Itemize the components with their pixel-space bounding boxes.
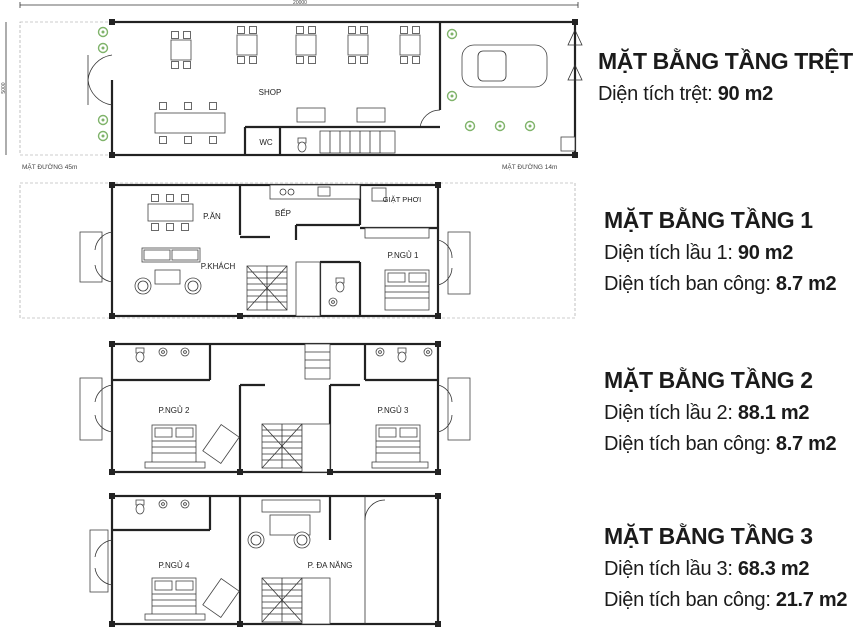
area-label: Diện tích lầu 3: — [604, 558, 733, 580]
floor-3-plan: P.NGỦ 4 P. ĐA NĂNG — [89, 494, 440, 626]
room-label-bedroom-2: P.NGỦ 2 — [159, 406, 191, 415]
area-label: Diện tích ban công: — [604, 589, 771, 611]
floor-info-3: MẶT BẰNG TẦNG 3 Diện tích lầu 3: 68.3 m2… — [604, 523, 848, 616]
area-value: 68.3 m2 — [737, 558, 810, 580]
area-value: 90 m2 — [737, 242, 794, 264]
floor-info-2: MẶT BẰNG TẦNG 2 Diện tích lầu 2: 88.1 m2… — [604, 367, 837, 460]
area-label: Diện tích lầu 2: — [604, 402, 733, 424]
room-label-kitchen: BẾP — [275, 208, 291, 218]
area-value: 8.7 m2 — [775, 433, 837, 455]
room-label-dining: P.ĂN — [203, 212, 221, 221]
floor-title: MẶT BẰNG TẦNG 2 — [604, 367, 813, 393]
area-value: 8.7 m2 — [775, 273, 837, 295]
ground-floor-plan: 20000 5000 SHOP WC MẶT ĐƯỜNG 45m MẶ — [1, 0, 583, 171]
area-value: 90 m2 — [717, 83, 774, 105]
balcony-row: Diện tích ban công: 21.7 m2 — [604, 585, 848, 616]
area-row: Diện tích trệt: 90 m2 — [598, 79, 853, 110]
room-label-multipurpose: P. ĐA NĂNG — [308, 561, 353, 570]
area-row: Diện tích lầu 2: 88.1 m2 — [604, 398, 836, 429]
floor-title: MẶT BẰNG TẦNG TRỆT — [598, 48, 853, 74]
balcony-row: Diện tích ban công: 8.7 m2 — [604, 269, 837, 300]
room-label-bedroom-3: P.NGỦ 3 — [378, 406, 410, 415]
area-value: 21.7 m2 — [775, 589, 848, 611]
area-label: Diện tích lầu 1: — [604, 242, 733, 264]
floor-info-ground: MẶT BẰNG TẦNG TRỆT Diện tích trệt: 90 m2 — [598, 48, 853, 110]
area-row: Diện tích lầu 1: 90 m2 — [604, 238, 836, 269]
room-label-bedroom-4: P.NGỦ 4 — [159, 561, 191, 570]
room-label-wc: WC — [259, 138, 273, 147]
floor-title: MẶT BẰNG TẦNG 3 — [604, 523, 813, 549]
depth-dimension: 5000 — [1, 82, 7, 93]
area-label: Diện tích ban công: — [604, 273, 771, 295]
columns — [109, 19, 578, 627]
room-label-bedroom-1: P.NGỦ 1 — [388, 251, 420, 260]
room-label-laundry-1: GIẶT PHƠI — [383, 195, 421, 204]
area-label: Diện tích ban công: — [604, 433, 771, 455]
area-label: Diện tích trệt: — [598, 83, 713, 105]
area-value: 88.1 m2 — [737, 402, 810, 424]
balcony-row: Diện tích ban công: 8.7 m2 — [604, 429, 837, 460]
area-row: Diện tích lầu 3: 68.3 m2 — [604, 554, 847, 585]
width-dimension: 20000 — [293, 0, 307, 6]
floor-title: MẶT BẰNG TẦNG 1 — [604, 207, 813, 233]
floor-1-plan: P.ĂN BẾP GIẶT PHƠI P.KHÁCH P.NGỦ 1 — [19, 182, 576, 319]
room-label-living: P.KHÁCH — [201, 262, 236, 271]
street-label-left: MẶT ĐƯỜNG 45m — [22, 162, 77, 171]
floor-info-1: MẶT BẰNG TẦNG 1 Diện tích lầu 1: 90 m2 D… — [604, 207, 837, 300]
floor-2-plan: P.NGỦ 2 P.NGỦ 3 — [79, 342, 471, 474]
street-label-right: MẶT ĐƯỜNG 14m — [502, 162, 557, 171]
room-label-shop: SHOP — [259, 88, 282, 97]
